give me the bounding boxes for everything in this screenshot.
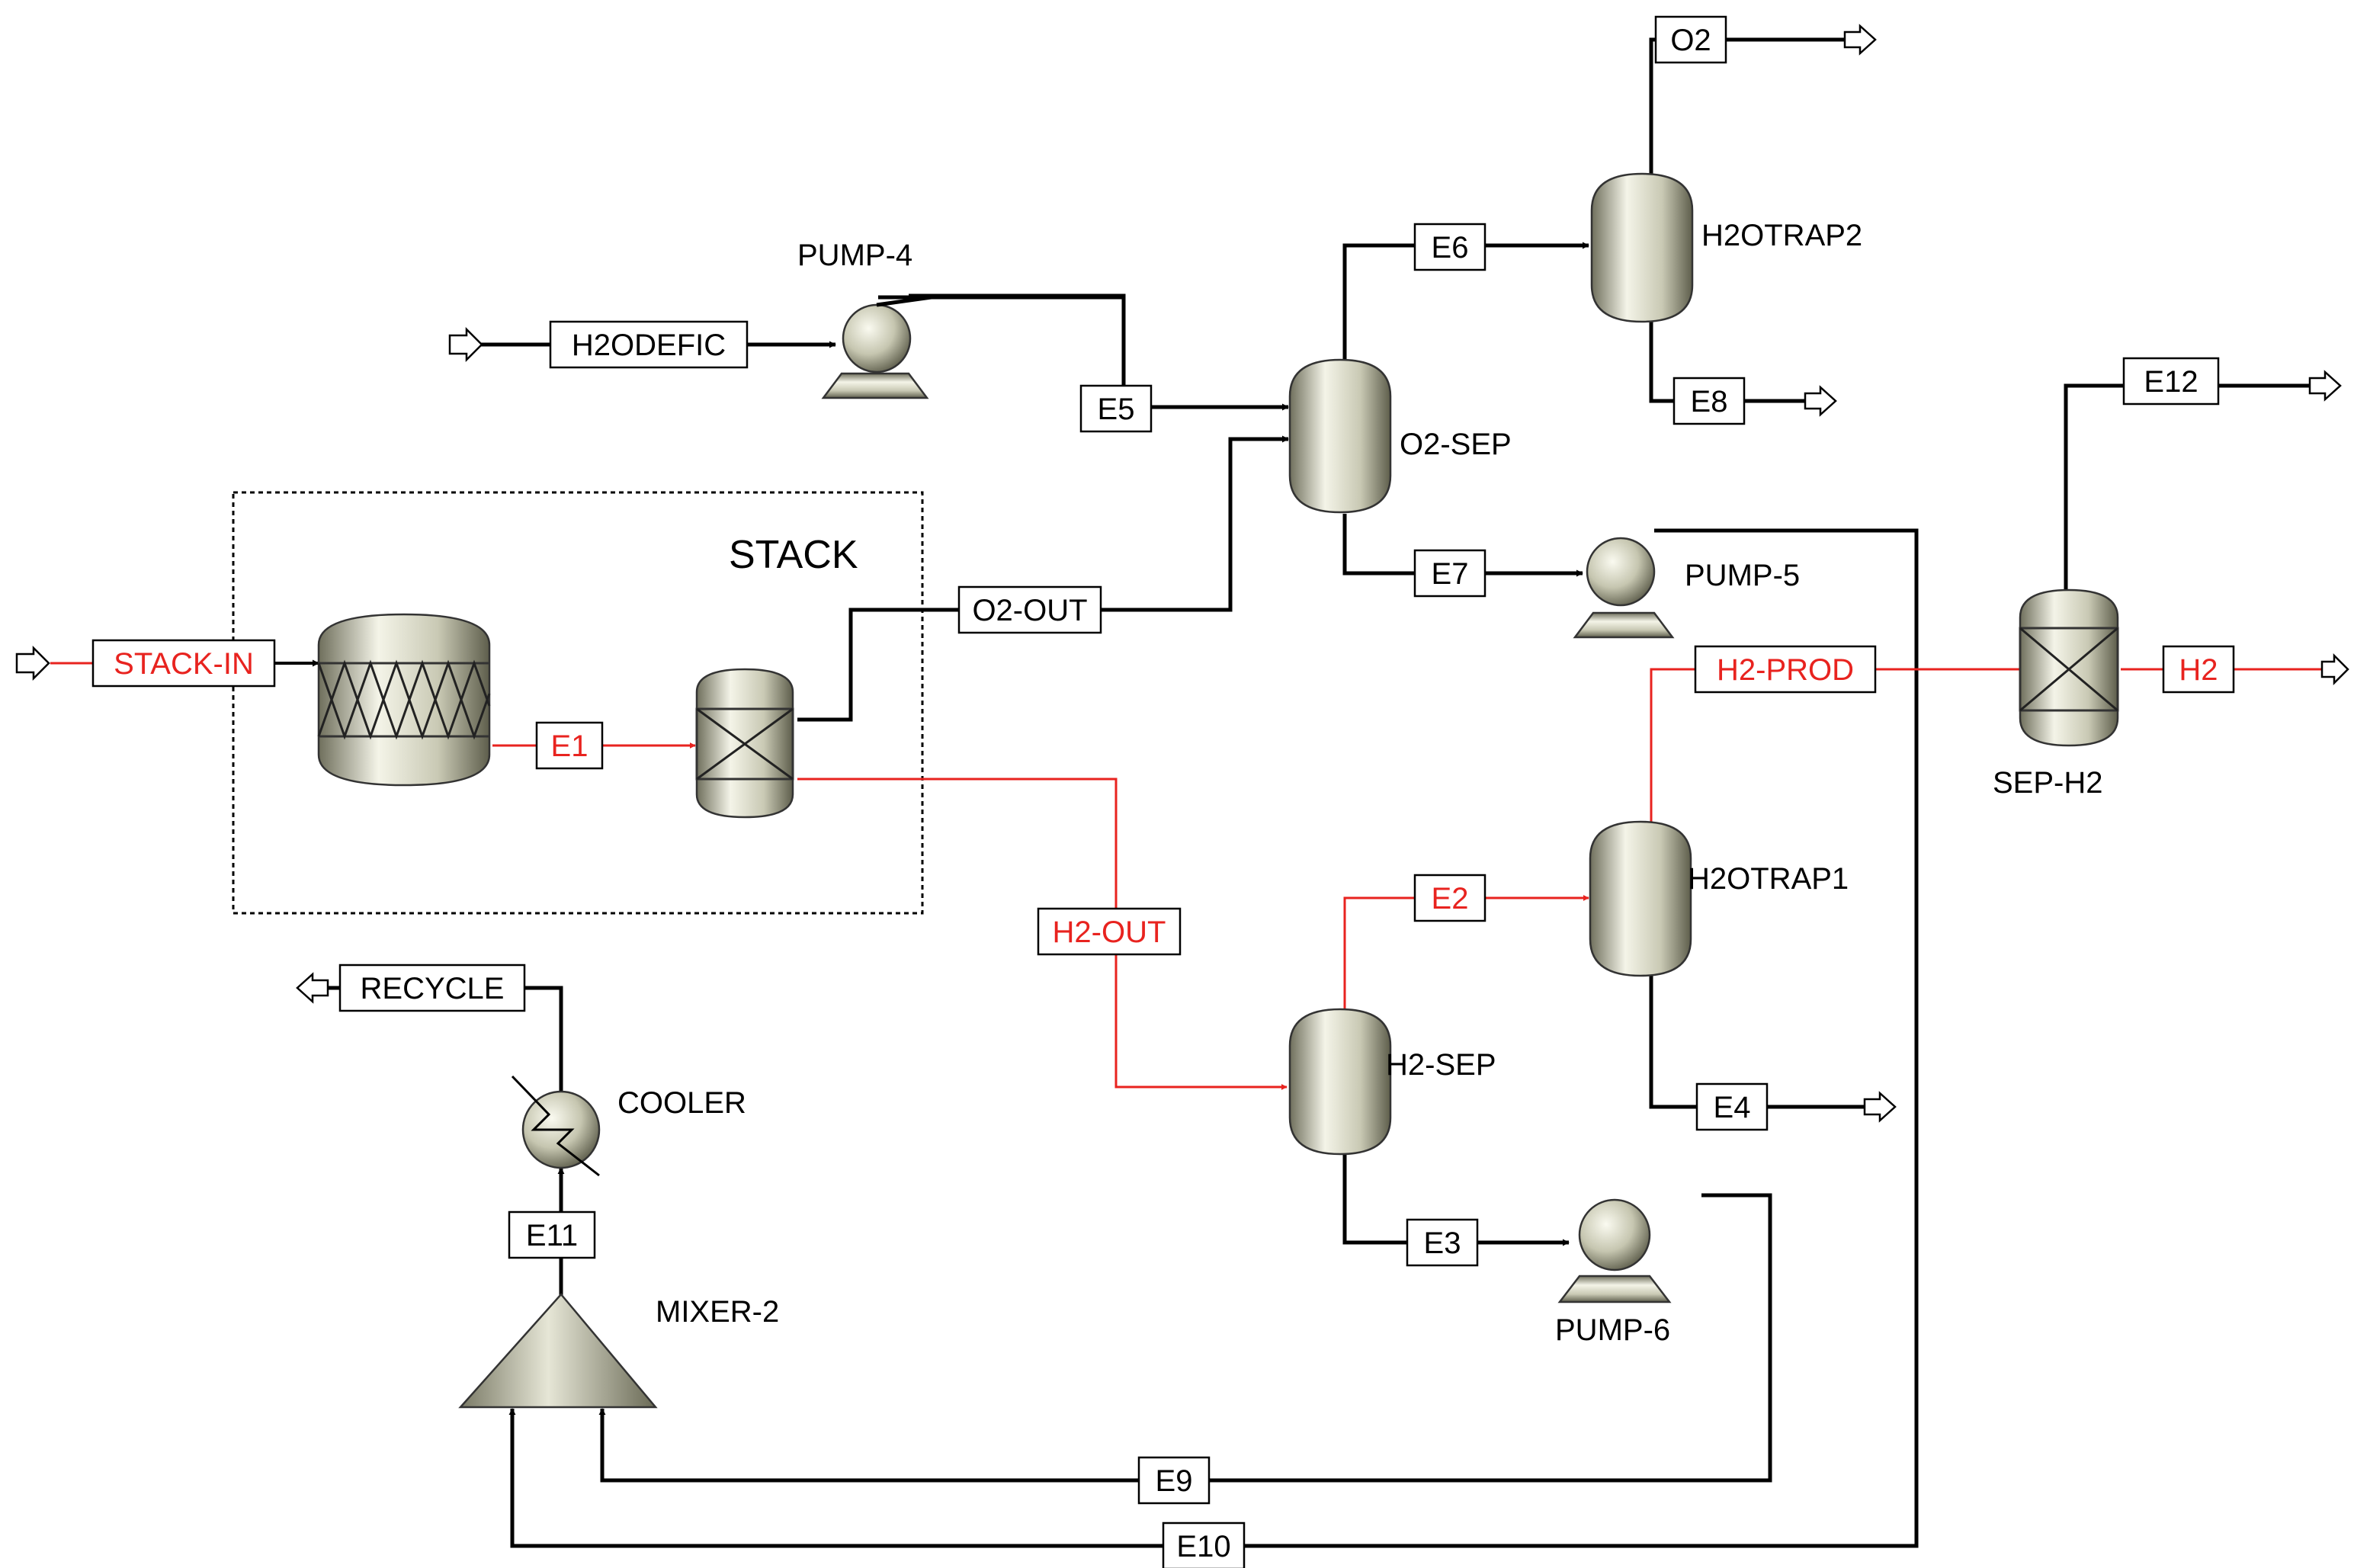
stream-tag-stack-in[interactable]: STACK-IN: [91, 639, 276, 688]
h2otrap2-label: H2OTRAP2: [1701, 219, 1862, 252]
stream-e2[interactable]: [1343, 895, 1589, 1009]
svg-text:E8: E8: [1691, 385, 1728, 418]
cooler[interactable]: [511, 1075, 601, 1177]
svg-text:E1: E1: [551, 729, 588, 763]
sep-h2[interactable]: [2019, 588, 2119, 747]
stream-e6[interactable]: [1342, 242, 1589, 361]
svg-text:E5: E5: [1098, 393, 1135, 426]
svg-text:E4: E4: [1714, 1091, 1751, 1124]
stream-e8[interactable]: [1649, 322, 1805, 403]
feed-port-icon: [448, 326, 483, 363]
h2otrap1-label: H2OTRAP1: [1688, 862, 1849, 896]
svg-text:E9: E9: [1156, 1464, 1193, 1498]
svg-text:H2: H2: [2179, 653, 2218, 687]
stream-e7[interactable]: [1342, 514, 1583, 577]
pump-4-label: PUMP-4: [797, 239, 912, 272]
stream-tag-e10[interactable]: E10: [1162, 1522, 1246, 1568]
stream-tag-e6[interactable]: E6: [1413, 223, 1486, 271]
o2-sep[interactable]: [1288, 358, 1392, 514]
mixer-2-label: MIXER-2: [656, 1295, 779, 1329]
svg-text:E2: E2: [1432, 882, 1469, 915]
product-port-icon: [2308, 370, 2342, 402]
h2-sep-label: H2-SEP: [1386, 1048, 1496, 1082]
pump-4[interactable]: [821, 293, 943, 399]
stream-tag-e12[interactable]: E12: [2122, 357, 2220, 406]
stream-e10[interactable]: [508, 528, 1919, 1548]
stream-tag-e5[interactable]: E5: [1079, 384, 1153, 433]
stream-e12[interactable]: [2064, 383, 2310, 593]
svg-text:E7: E7: [1432, 557, 1469, 591]
svg-text:H2-PROD: H2-PROD: [1717, 653, 1854, 687]
stack-hierarchy-label: STACK: [729, 533, 858, 577]
pump-5-label: PUMP-5: [1685, 559, 1800, 592]
svg-text:E6: E6: [1432, 231, 1469, 265]
h2otrap2[interactable]: [1590, 172, 1694, 323]
stack-reactor[interactable]: [317, 613, 491, 787]
stack-hierarchy-boundary[interactable]: [232, 491, 924, 915]
stream-e4[interactable]: [1649, 974, 1880, 1109]
svg-text:O2-OUT: O2-OUT: [972, 594, 1087, 627]
product-port-icon: [1804, 385, 1837, 417]
stream-e9[interactable]: [598, 1193, 1772, 1483]
pump-4-discharge: [909, 293, 1126, 396]
stream-tag-h2-prod[interactable]: H2-PROD: [1694, 645, 1877, 694]
svg-text:O2: O2: [1670, 24, 1711, 57]
svg-text:E11: E11: [526, 1219, 578, 1252]
stream-tag-e9[interactable]: E9: [1137, 1456, 1211, 1505]
svg-text:STACK-IN: STACK-IN: [114, 647, 254, 681]
product-port-icon: [1843, 24, 1877, 56]
feed-port-icon: [15, 645, 50, 681]
o2-sep-label: O2-SEP: [1400, 428, 1512, 461]
stream-o2-out[interactable]: [797, 435, 1289, 722]
stream-tag-e8[interactable]: E8: [1672, 377, 1746, 425]
stream-tag-e3[interactable]: E3: [1406, 1218, 1479, 1267]
stream-tag-e7[interactable]: E7: [1413, 549, 1486, 598]
product-port-icon: [296, 972, 329, 1004]
svg-text:H2-OUT: H2-OUT: [1053, 915, 1166, 949]
stream-tag-h2-out[interactable]: H2-OUT: [1037, 907, 1182, 956]
mixer-2[interactable]: [458, 1293, 658, 1409]
stream-tag-o2[interactable]: O2: [1654, 15, 1727, 64]
stream-e3[interactable]: [1342, 1153, 1570, 1246]
stream-tag-recycle[interactable]: RECYCLE: [338, 964, 526, 1012]
stream-tag-e11[interactable]: E11: [508, 1210, 596, 1259]
pump-6-label: PUMP-6: [1555, 1313, 1670, 1347]
h2otrap1[interactable]: [1589, 820, 1692, 977]
stream-tag-h2[interactable]: H2: [2162, 645, 2235, 694]
cooler-label: COOLER: [617, 1086, 746, 1120]
stream-tag-e4[interactable]: E4: [1695, 1082, 1769, 1131]
pump-6[interactable]: [1557, 1198, 1672, 1303]
sep-h2-label: SEP-H2: [1993, 766, 2103, 800]
svg-text:E10: E10: [1176, 1530, 1230, 1563]
stream-tag-h2odefic[interactable]: H2ODEFIC: [549, 320, 749, 369]
h2-sep[interactable]: [1288, 1008, 1392, 1156]
pump-5[interactable]: [1573, 537, 1675, 639]
svg-text:H2ODEFIC: H2ODEFIC: [572, 329, 726, 362]
product-port-icon: [1863, 1091, 1897, 1123]
svg-text:E12: E12: [2144, 365, 2198, 399]
product-port-icon: [2320, 653, 2349, 686]
stack-separator[interactable]: [695, 668, 794, 819]
stream-tag-e2[interactable]: E2: [1413, 874, 1486, 922]
stream-tag-o2-out[interactable]: O2-OUT: [957, 585, 1102, 634]
stream-tag-e1[interactable]: E1: [535, 721, 604, 770]
stream-h2-prod[interactable]: [1650, 666, 2032, 823]
svg-text:RECYCLE: RECYCLE: [361, 972, 505, 1005]
svg-text:E3: E3: [1424, 1227, 1461, 1260]
stream-o2[interactable]: [1649, 37, 1845, 175]
